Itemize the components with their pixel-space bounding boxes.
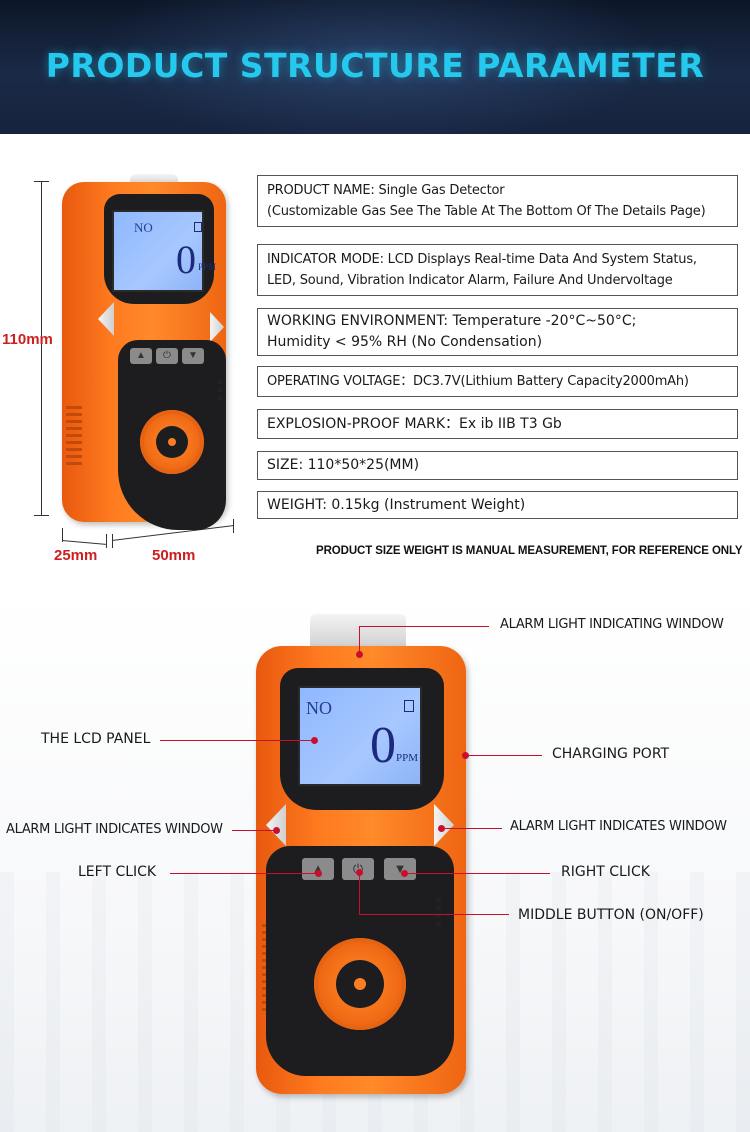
- spec-operating-voltage: OPERATING VOLTAGE：DC3.7V(Lithium Battery…: [257, 366, 738, 397]
- spec-explosion-proof: EXPLOSION-PROOF MARK：Ex ib IIB T3 Gb: [257, 409, 738, 439]
- spec-product-name: PRODUCT NAME: Single Gas Detector (Custo…: [257, 175, 738, 227]
- header-banner: PRODUCT STRUCTURE PARAMETER: [0, 0, 750, 134]
- speaker-large: [314, 938, 406, 1030]
- lcd-screen-large: NO 0 PPM: [298, 686, 422, 786]
- spec-size: SIZE: 110*50*25(MM): [257, 451, 738, 480]
- triangle-up-icon: ▲: [130, 348, 152, 364]
- right-click-button[interactable]: ▼: [384, 858, 416, 880]
- battery-icon: [194, 222, 202, 232]
- spec-working-environment: WORKING ENVIRONMENT: Temperature -20°C~5…: [257, 308, 738, 356]
- battery-icon: [404, 700, 414, 712]
- triangle-down-icon: ▼: [182, 348, 204, 364]
- height-label: 110mm: [2, 331, 53, 348]
- depth-label: 25mm: [54, 547, 98, 564]
- spec-indicator-mode: INDICATOR MODE: LCD Displays Real-time D…: [257, 244, 738, 296]
- page-title: PRODUCT STRUCTURE PARAMETER: [45, 46, 705, 85]
- speaker-small: [140, 410, 204, 474]
- lcd-screen-small: NO 0 PPM: [112, 210, 216, 292]
- device-photo-large: NO 0 PPM ▲ ⏻ ▼: [250, 614, 472, 1094]
- power-icon: ⏻: [156, 348, 178, 364]
- width-label: 50mm: [152, 547, 196, 564]
- spec-weight: WEIGHT: 0.15kg (Instrument Weight): [257, 491, 738, 519]
- measurement-note: PRODUCT SIZE WEIGHT IS MANUAL MEASUREMEN…: [316, 545, 743, 557]
- device-photo-small: NO 0 PPM ▲ ⏻ ▼: [58, 174, 234, 534]
